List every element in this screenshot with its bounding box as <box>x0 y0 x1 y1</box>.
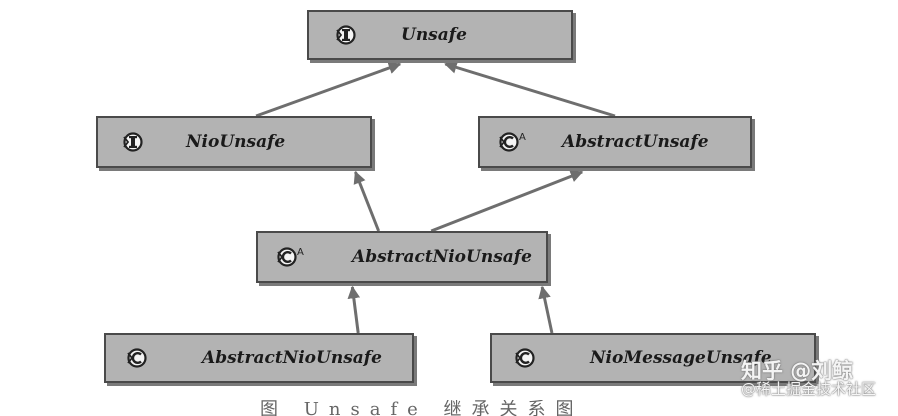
inheritance-edge <box>430 170 584 233</box>
abstract-class-icon: A <box>276 246 306 268</box>
figure-caption: 图 Unsafe 继承关系图 <box>260 400 584 416</box>
interface-icon <box>335 24 365 46</box>
class-name: AbstractNioUnsafe <box>202 348 382 368</box>
svg-text:A: A <box>297 247 304 258</box>
class-icon <box>126 347 156 369</box>
watermark: 知乎 @刘鲸 @稀土掘金技术社区 <box>741 360 876 398</box>
watermark-line-1: 知乎 @刘鲸 <box>740 359 854 383</box>
class-icon <box>514 347 544 369</box>
class-name: NioUnsafe <box>186 132 286 152</box>
class-name: AbstractUnsafe <box>562 132 709 152</box>
class-box-niounsafe: NioUnsafe <box>96 116 372 168</box>
interface-icon <box>122 131 152 153</box>
svg-text:A: A <box>519 132 526 143</box>
inheritance-edge <box>353 170 381 232</box>
inheritance-edge <box>255 61 402 118</box>
inheritance-edge <box>347 285 361 334</box>
class-name: AbstractNioUnsafe <box>352 247 532 267</box>
watermark-line-2: @稀土掘金技术社区 <box>740 380 876 399</box>
inheritance-edge <box>444 61 616 118</box>
class-box-abstractunsafe: A AbstractUnsafe <box>478 116 752 168</box>
class-name: Unsafe <box>401 25 467 45</box>
class-name: NioMessageUnsafe <box>590 348 772 368</box>
class-box-abstractniounsafe-impl: AbstractNioUnsafe <box>104 333 414 383</box>
abstract-class-icon: A <box>498 131 528 153</box>
inheritance-edge <box>538 285 554 334</box>
class-box-niomessageunsafe: NioMessageUnsafe <box>490 333 816 383</box>
class-box-unsafe: Unsafe <box>307 10 573 60</box>
class-box-abstractniounsafe: A AbstractNioUnsafe <box>256 231 548 283</box>
